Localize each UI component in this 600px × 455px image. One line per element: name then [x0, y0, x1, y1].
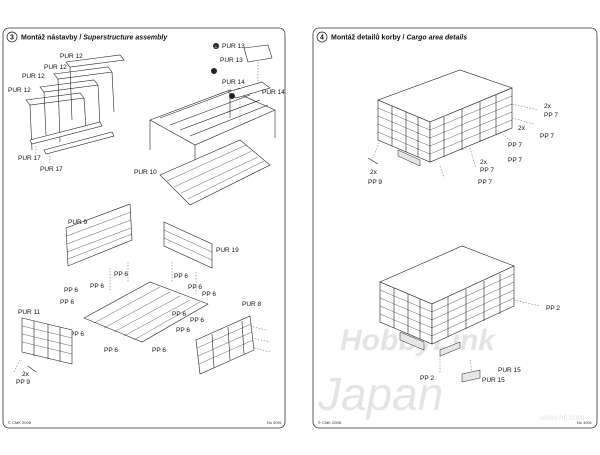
- panel-title: Montáž nástavby / Superstructure assembl…: [21, 35, 168, 42]
- label-pp6-9: PP 6: [152, 347, 166, 354]
- title-en: Superstructure assembly: [83, 35, 168, 42]
- label-qty-2x-d: 2x: [370, 169, 378, 176]
- label-pp6-5: PP 6: [202, 291, 216, 298]
- label-pur14-a: PUR 14: [222, 79, 245, 86]
- side-panel-pur9: [65, 203, 133, 267]
- footer-copyright: © CMK 2008: [8, 420, 32, 425]
- label-pur11: PUR 11: [18, 309, 41, 316]
- label-pur9: PUR 9: [68, 219, 88, 226]
- label-pp7-b: PP 7: [540, 133, 554, 140]
- label-pp6-11: PP 6: [190, 317, 204, 324]
- side-pur8: [195, 315, 271, 375]
- label-pp6-12: PP 6: [172, 311, 186, 318]
- glue-icon: [213, 43, 219, 49]
- label-qty-2x-c: 2x: [480, 159, 488, 166]
- label-pur15-a: PUR 15: [498, 367, 521, 374]
- deck-floor: [83, 262, 209, 343]
- label-pp7-d: PP 7: [508, 157, 522, 164]
- label-qty-2x-a: 2x: [544, 103, 552, 110]
- label-pp6-2: PP 6: [90, 283, 104, 290]
- label-pp6-4: PP 6: [188, 284, 202, 291]
- step-number: 4: [320, 35, 324, 42]
- label-pur8: PUR 8: [242, 301, 262, 308]
- label-qty-2x-b: 2x: [518, 125, 526, 132]
- label-pur13-a: PUR 13: [222, 43, 245, 50]
- step-badge: [316, 31, 328, 43]
- label-pp2-b: PP 2: [420, 375, 434, 382]
- left-panel: 3 Montáž nástavby / Superstructure assem…: [2, 27, 286, 429]
- label-pur12-d: PUR 12: [8, 87, 31, 94]
- label-pp7-f: PP 7: [478, 179, 492, 186]
- panel-title: Montáž detailů korby / Cargo area detail…: [331, 34, 467, 42]
- side-pur11: [13, 317, 73, 373]
- glue-icon: [229, 93, 235, 99]
- label-pp9: PP 9: [368, 179, 382, 186]
- label-pp6-7: PP 6: [70, 331, 84, 338]
- label-pp7-c: PP 7: [508, 142, 522, 149]
- floor-pur10: [159, 139, 271, 206]
- pp9-part: [27, 365, 37, 373]
- label-pp6-13: PP 6: [64, 287, 78, 294]
- title-cz: Montáž nástavby /: [21, 35, 83, 42]
- label-pur19: PUR 19: [216, 247, 239, 254]
- watermark-url: www.hlj.com: [539, 413, 585, 422]
- pur15-part: [461, 369, 481, 383]
- label-pur14-b: PUR 14: [262, 89, 285, 96]
- label-pur13-b: PUR 13: [220, 57, 243, 64]
- label-pur10: PUR 10: [134, 169, 157, 176]
- label-pp6-1: PP 6: [114, 271, 128, 278]
- footer-copyright: © CMK 2008: [318, 420, 342, 425]
- step-number: 3: [10, 35, 14, 42]
- label-pp2-a: PP 2: [546, 305, 560, 312]
- label-pp6-10: PP 6: [176, 327, 190, 334]
- footer-catalog-number: No 3091: [577, 420, 593, 425]
- label-pur15-b: PUR 15: [482, 377, 505, 384]
- step-badge: [6, 31, 18, 43]
- label-pur12-a: PUR 12: [60, 53, 83, 60]
- title-cz: Montáž detailů korby /: [331, 34, 406, 42]
- glue-icon: [211, 68, 217, 74]
- label-pur17-b: PUR 17: [40, 166, 63, 173]
- right-panel: 4 Montáž detailů korby / Cargo area deta…: [312, 27, 598, 429]
- label-pur17-a: PUR 17: [18, 155, 41, 162]
- label-pp6-3: PP 6: [174, 273, 188, 280]
- label-pur12-c: PUR 12: [22, 73, 45, 80]
- cargo-box-bottom: [379, 245, 541, 374]
- label-pp6-6: PP 6: [60, 299, 74, 306]
- label-qty-2x: 2x: [22, 371, 30, 378]
- title-en: Cargo area details: [406, 35, 467, 42]
- cargo-box-top: [367, 69, 539, 179]
- footer-catalog-number: No 3091: [267, 420, 283, 425]
- label-pp9: PP 9: [16, 379, 30, 386]
- label-pur12-b: PUR 12: [44, 64, 67, 71]
- glue-symbol: C: [215, 44, 218, 49]
- label-pp7-e: PP 7: [480, 167, 494, 174]
- side-panel-pur19: [163, 221, 213, 269]
- watermark-script: Japan: [317, 368, 443, 420]
- label-pp6-8: PP 6: [104, 347, 118, 354]
- label-pp7-a: PP 7: [544, 112, 558, 119]
- beam-frames: [25, 54, 125, 163]
